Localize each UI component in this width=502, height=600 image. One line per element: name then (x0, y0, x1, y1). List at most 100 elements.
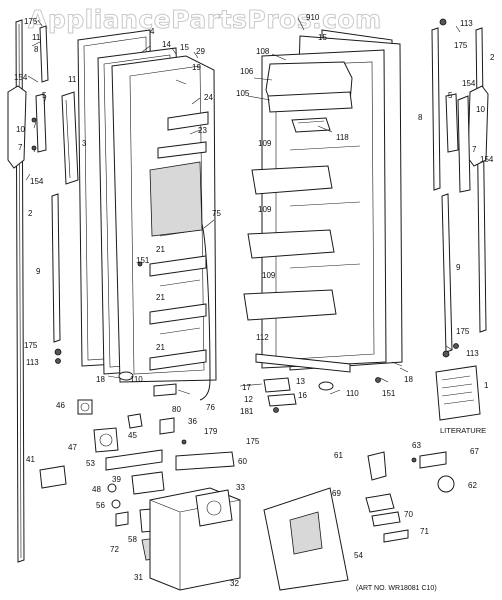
watermark-text: AppliancePartsPros.com (28, 5, 382, 34)
callout: 118 (336, 133, 349, 142)
callout: 75 (212, 209, 221, 218)
trim-strip-right (475, 27, 487, 333)
callout: 53 (86, 459, 95, 468)
freezer-bin-1 (149, 255, 207, 277)
part-60-handle (175, 451, 235, 471)
callout: 15 (180, 43, 189, 52)
callout: 12 (244, 395, 253, 404)
part-69 (365, 493, 395, 513)
callout: 41 (26, 455, 35, 464)
dispenser-parts (39, 399, 241, 591)
callout: 67 (470, 447, 479, 456)
callout: 11 (32, 33, 41, 42)
callout: 113 (466, 349, 479, 358)
callout: 9 (36, 267, 41, 276)
callout: 13 (296, 377, 305, 386)
callout: 48 (92, 485, 101, 494)
handle-left (61, 91, 79, 185)
callout: 113 (26, 358, 39, 367)
callout: 175 (24, 341, 38, 350)
dispenser-face (263, 451, 455, 591)
callout: 154 (480, 155, 494, 164)
callout: 56 (96, 501, 105, 510)
callout: 58 (128, 535, 137, 544)
callout: 7 (472, 145, 477, 154)
callout: 175 (246, 437, 260, 446)
handle-bracket-right (467, 85, 489, 167)
callout: 109 (258, 205, 272, 214)
callout: 175 (454, 41, 468, 50)
callout: 10 (16, 125, 25, 134)
callout: 109 (258, 139, 272, 148)
callout: 17 (242, 383, 251, 392)
callout: 24 (204, 93, 213, 102)
fresh-food-door (243, 29, 403, 413)
callout: 2 (28, 209, 33, 218)
art-number: (ART NO. WR18081 C10) (356, 585, 437, 592)
callout: 5 (42, 91, 47, 100)
literature-label: LITERATURE (440, 426, 486, 435)
part-53 (105, 449, 163, 471)
part-61 (367, 451, 387, 481)
part-47 (93, 427, 119, 453)
freezer-bin-2 (149, 303, 207, 325)
freezer-door (77, 29, 217, 401)
literature-booklet (435, 365, 481, 421)
callout: 154 (30, 177, 44, 186)
freezer-shelf-23 (157, 141, 207, 159)
part-39 (131, 471, 165, 495)
callout: 33 (236, 483, 245, 492)
callout: 69 (332, 489, 341, 498)
callout: 10 (476, 105, 485, 114)
callout: 8 (34, 45, 39, 54)
callout: 175 (24, 17, 38, 26)
callout: 151 (382, 389, 396, 398)
callout: 175 (456, 327, 470, 336)
callout: 181 (240, 407, 254, 416)
part-70 (371, 511, 401, 527)
callout: 110 (130, 375, 143, 384)
callout: 108 (256, 47, 270, 56)
handle-right (457, 95, 471, 193)
callout: 179 (204, 427, 218, 436)
callout: 60 (238, 457, 247, 466)
callout: 105 (236, 89, 250, 98)
callout: 29 (196, 47, 205, 56)
callout: 16 (298, 391, 307, 400)
trim-9-right (441, 193, 453, 353)
door-bin-1 (251, 165, 333, 195)
freezer-shelf-24 (167, 111, 209, 131)
freezer-bin-3 (149, 349, 207, 371)
callout: 80 (172, 405, 181, 414)
callout: 110 (346, 389, 359, 398)
part-46 (77, 399, 93, 415)
part-62-ring (437, 475, 455, 493)
part-41 (39, 465, 67, 489)
part-33 (195, 489, 233, 527)
callout: 62 (468, 481, 477, 490)
callout: 151 (136, 256, 150, 265)
part-67 (419, 451, 447, 469)
callout: 19 (192, 63, 201, 72)
callout: 109 (262, 271, 276, 280)
callout: 1 (484, 381, 489, 390)
trim-8-right (431, 27, 441, 191)
callout: 4 (150, 27, 155, 36)
fresh-food-door-liner (261, 49, 387, 369)
part-71 (383, 529, 409, 543)
right-trim-parts (431, 18, 489, 358)
callout: 11 (68, 75, 77, 84)
callout: 18 (404, 375, 413, 384)
callout: 15 (318, 33, 327, 42)
callout: 47 (68, 443, 77, 452)
callout: 154 (14, 73, 28, 82)
callout: 18 (96, 375, 105, 384)
callout: 21 (156, 245, 165, 254)
callout: 23 (198, 126, 207, 135)
handle-bracket-left (7, 85, 27, 169)
callout: 21 (156, 293, 165, 302)
callout: 5 (448, 91, 453, 100)
egg-tray (291, 117, 331, 133)
callout: 76 (206, 403, 215, 412)
